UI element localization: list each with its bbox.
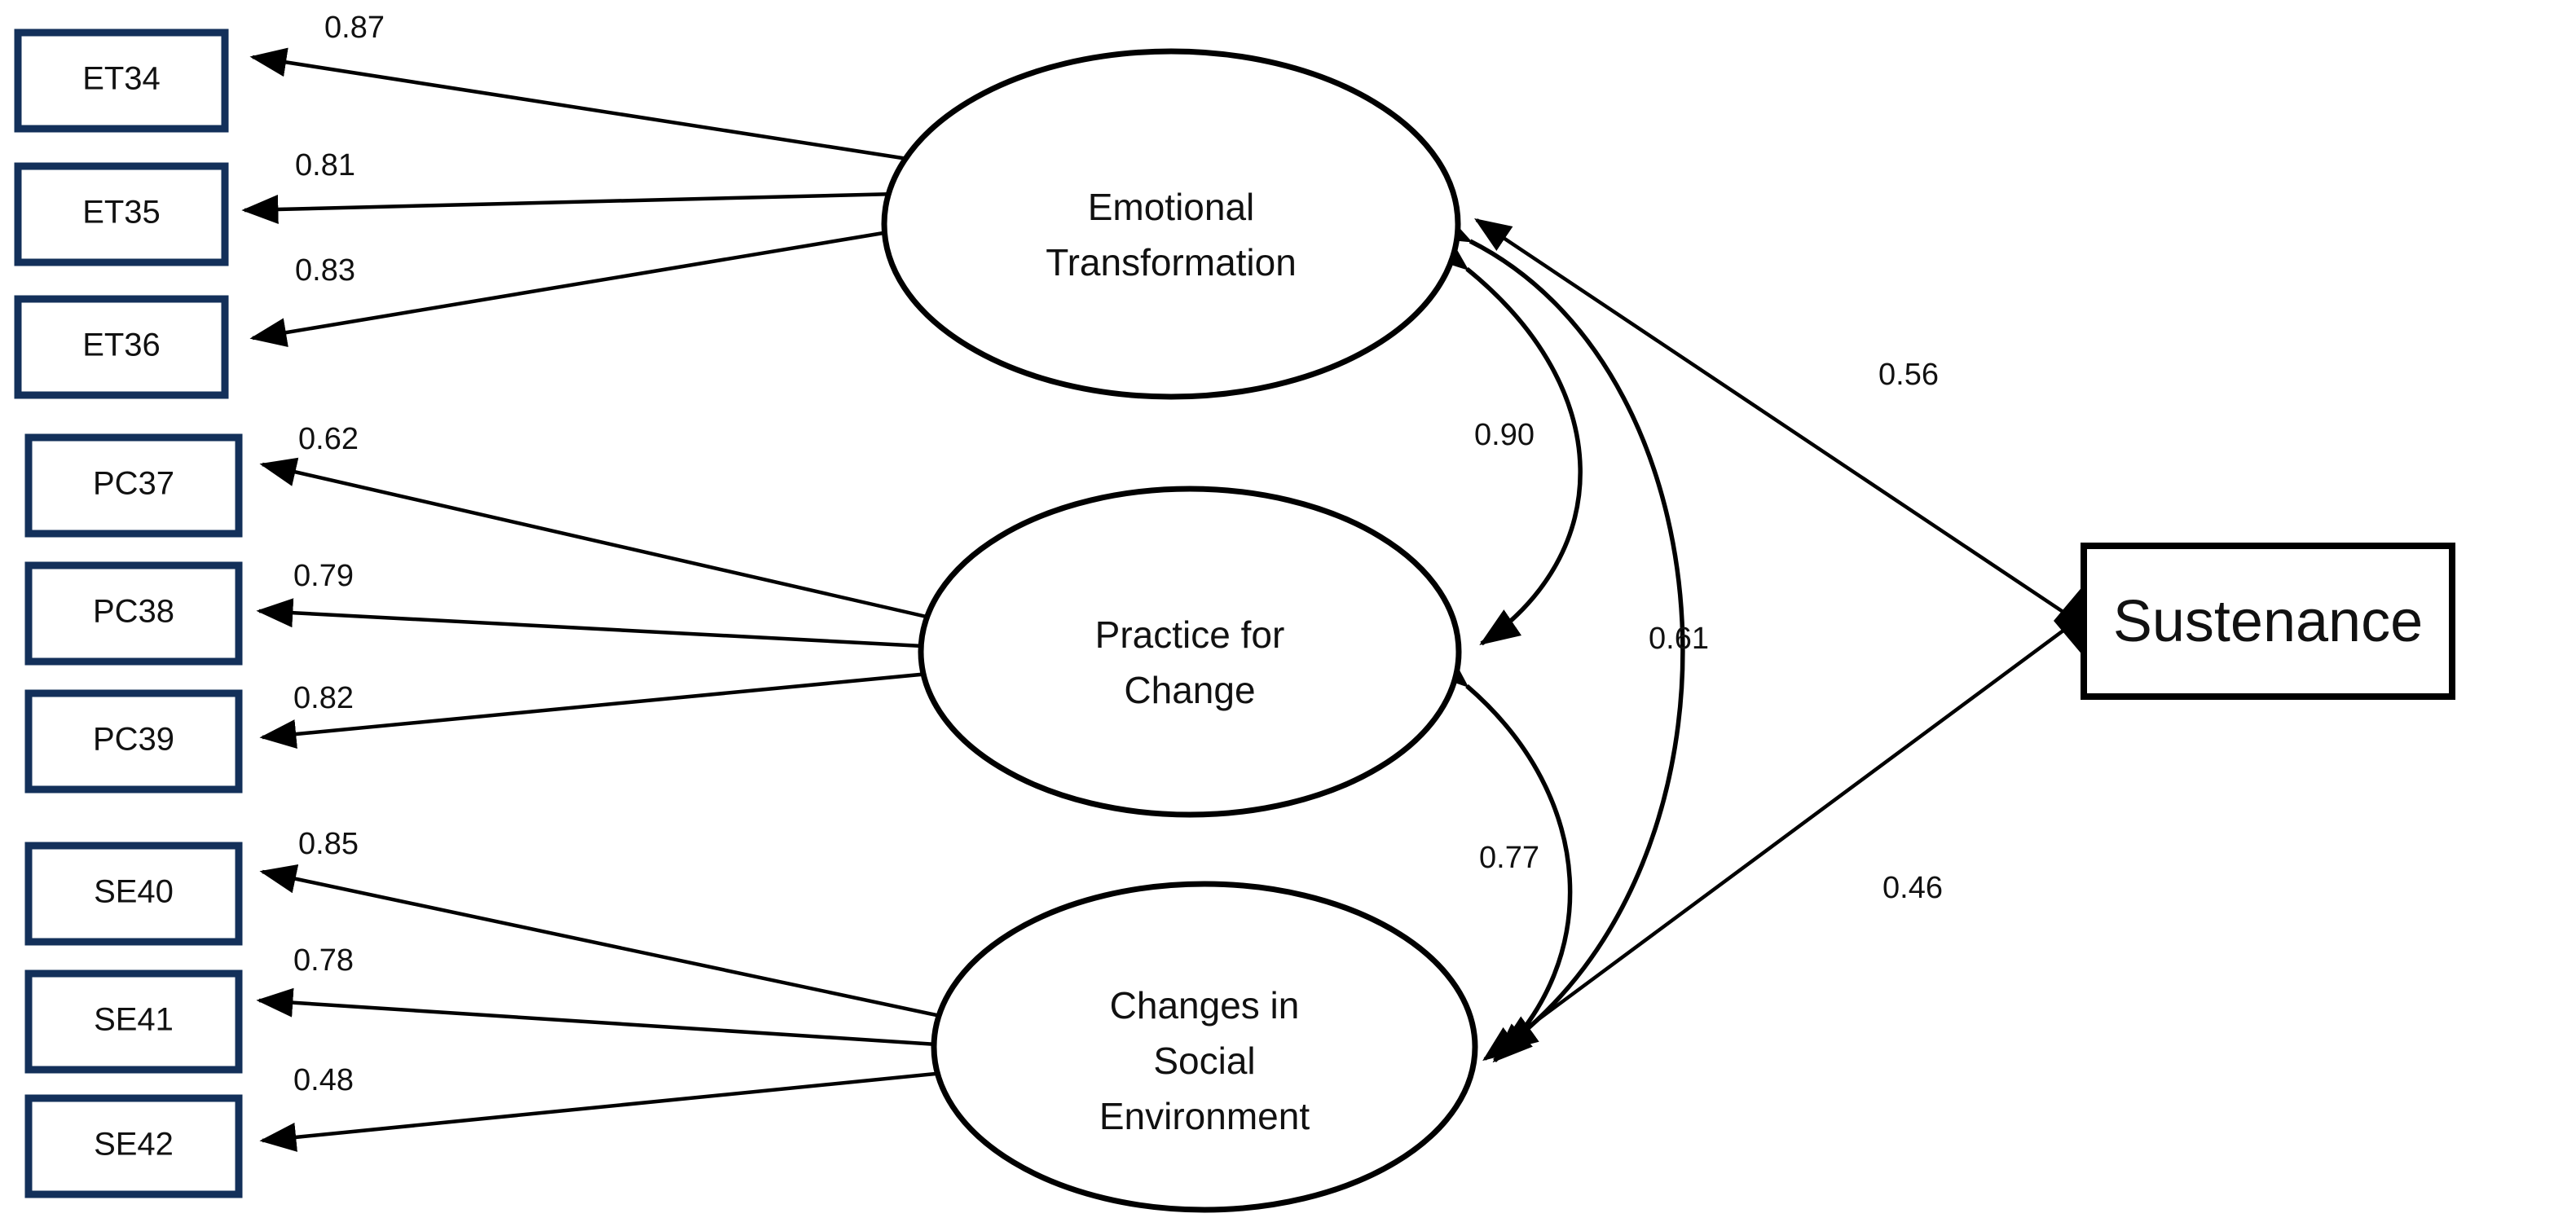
loading-arrow-pc37 (259, 457, 938, 622)
indicator-label: SE40 (94, 874, 174, 910)
latent-practice-for-change[interactable]: Practice for Change (918, 486, 1462, 818)
covariance-value-pc-se: 0.77 (1479, 841, 1539, 875)
indicator-se42[interactable]: SE42 (24, 1094, 243, 1198)
latent-ellipse[interactable] (931, 881, 1478, 1213)
latent-changes-in-social-environment[interactable]: Changes in Social Environment (931, 881, 1478, 1213)
indicator-box-rect[interactable] (14, 162, 229, 266)
indicator-boxes: ET34 ET35 ET36 PC37 PC38 PC39 (14, 29, 243, 1198)
indicator-et34[interactable]: ET34 (14, 29, 229, 133)
indicator-label: PC39 (93, 722, 174, 758)
covariance-value-et-pc: 0.90 (1474, 418, 1535, 452)
indicator-box-rect[interactable] (24, 433, 243, 538)
loading-arrow-se41 (256, 987, 938, 1047)
indicator-se40[interactable]: SE40 (24, 842, 243, 946)
loading-value-se41: 0.78 (293, 943, 354, 978)
loading-arrow-et35 (241, 191, 897, 224)
loading-arrow-pc39 (259, 670, 938, 749)
latent-ellipse[interactable] (881, 48, 1461, 400)
covariance-curves (1427, 209, 1685, 1063)
covariance-curve-pc-se (1428, 649, 1573, 1063)
latent-label-line-1: Emotional (1088, 186, 1255, 228)
loading-arrow-et34 (249, 47, 914, 162)
indicator-box-rect[interactable] (14, 29, 229, 133)
latent-label-line-2: Change (1124, 669, 1255, 711)
outcome-sustenance[interactable]: Sustenance (2081, 543, 2455, 700)
indicator-box-rect[interactable] (14, 295, 229, 399)
structural-paths (1474, 218, 2114, 1062)
latent-label-line-2: Social (1153, 1040, 1255, 1082)
loading-value-et36: 0.83 (295, 253, 355, 288)
indicator-label: SE41 (94, 1002, 174, 1038)
latent-ellipse[interactable] (918, 486, 1462, 818)
latent-label-line-1: Changes in (1110, 984, 1300, 1027)
loading-arrow-pc38 (256, 598, 923, 648)
loading-value-et35: 0.81 (295, 148, 355, 182)
loading-arrow-se42 (259, 1070, 953, 1152)
indicator-label: PC38 (93, 594, 174, 630)
outcome-box-rect[interactable] (2081, 543, 2455, 700)
indicator-et35[interactable]: ET35 (14, 162, 229, 266)
latent-factors: Emotional Transformation Practice for Ch… (881, 48, 1478, 1213)
indicator-box-rect[interactable] (24, 842, 243, 946)
indicator-label: ET34 (82, 61, 161, 97)
loading-arrow-et36 (249, 226, 914, 347)
indicator-pc39[interactable]: PC39 (24, 689, 243, 794)
outcome-label: Sustenance (2113, 589, 2423, 654)
indicator-et36[interactable]: ET36 (14, 295, 229, 399)
covariance-curve-et-pc (1427, 232, 1583, 646)
path-value-sustenance-se: 0.46 (1882, 871, 1943, 905)
indicator-box-rect[interactable] (24, 689, 243, 794)
coefficient-labels: 0.87 0.81 0.83 0.62 0.79 0.82 0.85 0.78 … (293, 11, 1943, 1097)
loading-arrow-se40 (259, 864, 953, 1021)
path-value-sustenance-et: 0.56 (1878, 358, 1939, 392)
latent-label-line-3: Environment (1099, 1095, 1310, 1137)
latent-label-line-2: Transformation (1046, 241, 1297, 284)
indicator-se41[interactable]: SE41 (24, 969, 243, 1074)
latent-emotional-transformation[interactable]: Emotional Transformation (881, 48, 1461, 400)
indicator-pc37[interactable]: PC37 (24, 433, 243, 538)
covariance-value-et-se: 0.61 (1649, 622, 1709, 656)
loading-value-se40: 0.85 (298, 827, 359, 861)
indicator-box-rect[interactable] (24, 561, 243, 666)
indicator-box-rect[interactable] (24, 969, 243, 1074)
covariance-curve-et-se (1429, 209, 1685, 1053)
measurement-arrows (241, 47, 953, 1152)
latent-label-line-1: Practice for (1095, 613, 1285, 656)
loading-value-pc38: 0.79 (293, 559, 354, 593)
structural-path-sustenance-to-se (1482, 619, 2078, 1062)
loading-value-se42: 0.48 (293, 1063, 354, 1097)
structural-path-sustenance-to-et (1474, 218, 2078, 622)
indicator-box-rect[interactable] (24, 1094, 243, 1198)
indicator-label: SE42 (94, 1127, 174, 1163)
indicator-label: ET36 (82, 328, 161, 363)
indicator-pc38[interactable]: PC38 (24, 561, 243, 666)
loading-value-pc39: 0.82 (293, 681, 354, 715)
indicator-label: ET35 (82, 195, 161, 231)
indicator-label: PC37 (93, 466, 174, 502)
loading-value-pc37: 0.62 (298, 422, 359, 456)
loading-value-et34: 0.87 (324, 11, 385, 45)
